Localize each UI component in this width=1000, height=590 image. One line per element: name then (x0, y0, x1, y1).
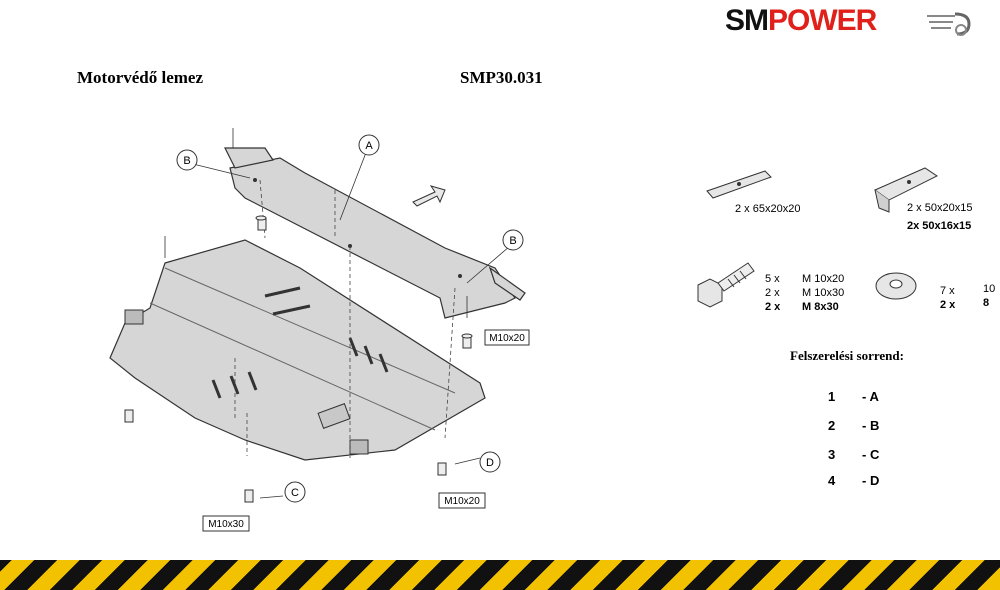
brand-name-left: SM (725, 4, 769, 37)
bolt-icon (697, 262, 755, 308)
brand-logo: SMPOWER (725, 4, 971, 40)
product-code: SMP30.031 (460, 68, 543, 87)
kit-bolt-qty-2: 2 x (765, 287, 780, 299)
bolt-tag-m10x30: M10x30 (208, 519, 244, 530)
callout-b-left: B (183, 155, 190, 167)
bolt-tag-m10x20-top: M10x20 (489, 333, 525, 344)
page-title: Motorvédő lemez (77, 68, 204, 87)
callout-a: A (365, 140, 373, 152)
sequence-step-part: - A (862, 389, 879, 404)
exploded-diagram: A B B C D M10x20 M10x30 M10x20 (109, 128, 530, 532)
plate-a (224, 147, 526, 319)
sequence-step-part: - B (862, 418, 880, 433)
washer-icon (875, 272, 917, 300)
sequence-step-number: 4 (828, 473, 836, 488)
kit-bolt-size-3: M 8x30 (802, 301, 839, 313)
callout-d: D (486, 457, 494, 469)
callout-c: C (291, 487, 299, 499)
brand-name-right: POWER (768, 4, 877, 37)
kit-washer-qty-1: 7 x (940, 285, 955, 297)
kit-bolt-qty-3: 2 x (765, 301, 781, 313)
bolt-tag-m10x20-bottom: M10x20 (444, 496, 480, 507)
sequence-step-part: - C (862, 447, 880, 462)
kit-bolt-qty-1: 5 x (765, 273, 780, 285)
sequence-step-number: 3 (828, 447, 836, 462)
kit-bent-bracket-label-1: 2 x 50x20x15 (907, 202, 973, 214)
kit-flat-bracket-label: 2 x 65x20x20 (735, 203, 801, 215)
flat-bracket-icon (706, 170, 772, 199)
kit-washer-size-2: 8 (983, 297, 990, 309)
hazard-stripe (0, 560, 1000, 590)
sequence-title: Felszerelési sorrend: (790, 348, 904, 363)
kit-washer-qty-2: 2 x (940, 299, 956, 311)
kit-washer-size-1: 10 (983, 283, 996, 295)
kit-bolt-size-1: M 10x20 (802, 273, 845, 285)
bolt-icons (124, 215, 473, 503)
callout-b-right: B (509, 235, 516, 247)
kit-bent-bracket-label-2: 2x 50x16x15 (907, 220, 972, 232)
bent-bracket-icon (873, 167, 938, 213)
sequence-step-part: - D (862, 473, 880, 488)
motorcycle-icon (927, 12, 971, 36)
plate-main (109, 239, 486, 461)
sequence-step-number: 2 (828, 418, 836, 433)
sequence-step-number: 1 (828, 389, 836, 404)
kit-bolt-size-2: M 10x30 (802, 287, 845, 299)
